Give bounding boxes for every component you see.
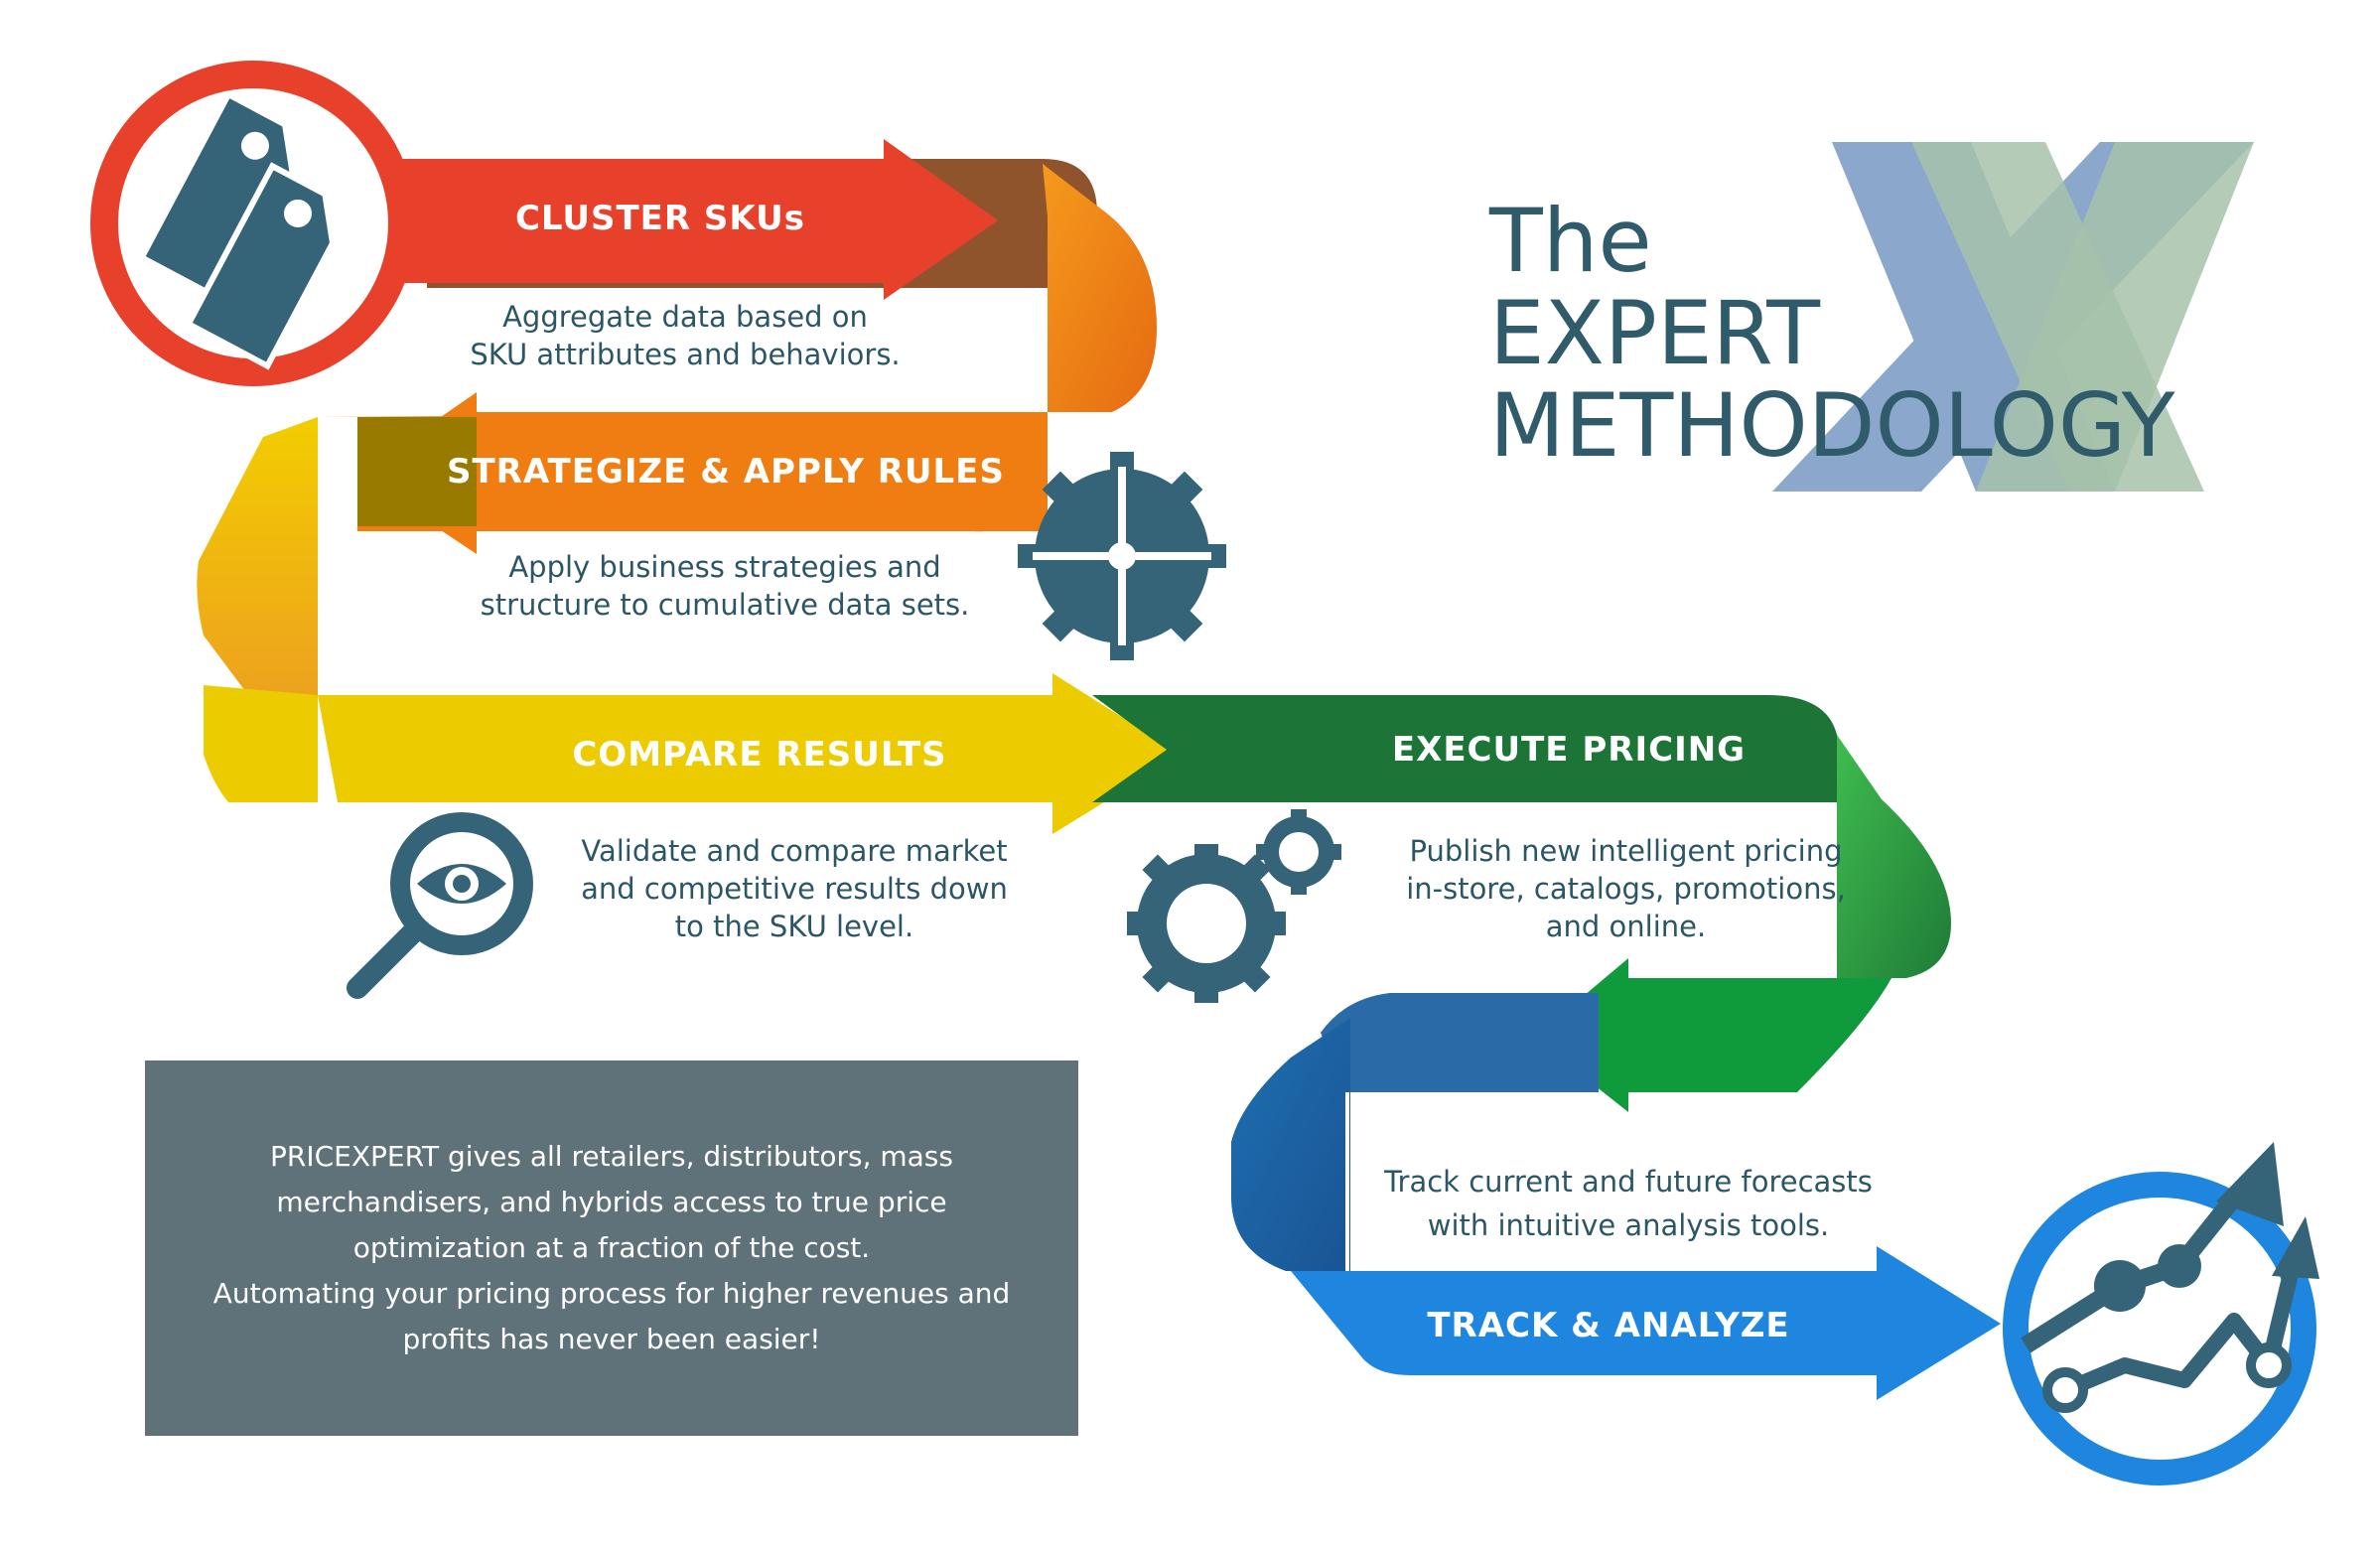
ribbon-step-2: [197, 392, 1048, 695]
summary-box: PRICEXPERT gives all retailers, distribu…: [145, 1060, 1078, 1436]
ribbon-step-5: [1231, 993, 2001, 1400]
step-3-title: COMPARE RESULTS: [572, 735, 947, 775]
summary-text: PRICEXPERT gives all retailers, distribu…: [212, 1140, 1011, 1355]
step-5-title: TRACK & ANALYZE: [1427, 1306, 1790, 1345]
puzzle-gears-icon: [1018, 452, 1226, 660]
analytics-chart-icon: [2003, 1142, 2319, 1485]
ribbon-step-1: [387, 139, 1157, 412]
heading-line-3: METHODOLOGY: [1489, 374, 2175, 477]
step-5-description: Track current and future forecasts with …: [1384, 1165, 1873, 1242]
heading-line-2: EXPERT: [1489, 282, 1821, 384]
step-4-description: Publish new intelligent pricing in-store…: [1406, 834, 1846, 943]
step-4-title: EXECUTE PRICING: [1391, 730, 1747, 770]
x-logo-icon: [1772, 142, 2254, 492]
heading-line-1: The: [1489, 190, 1652, 292]
ribbon-step-3: [204, 673, 1182, 834]
step-3-description: Validate and compare market and competit…: [581, 834, 1008, 943]
ribbon-step-4: [1092, 695, 1951, 1112]
gears-icon: [1127, 809, 1341, 1003]
magnifier-eye-icon: [347, 812, 533, 999]
step-1-title: CLUSTER SKUs: [514, 199, 806, 238]
step-1-description: Aggregate data based on SKU attributes a…: [470, 300, 901, 371]
step-2-title: STRATEGIZE & APPLY RULES: [447, 452, 1005, 492]
tags-icon: [90, 61, 416, 386]
step-2-description: Apply business strategies and structure …: [480, 550, 970, 622]
